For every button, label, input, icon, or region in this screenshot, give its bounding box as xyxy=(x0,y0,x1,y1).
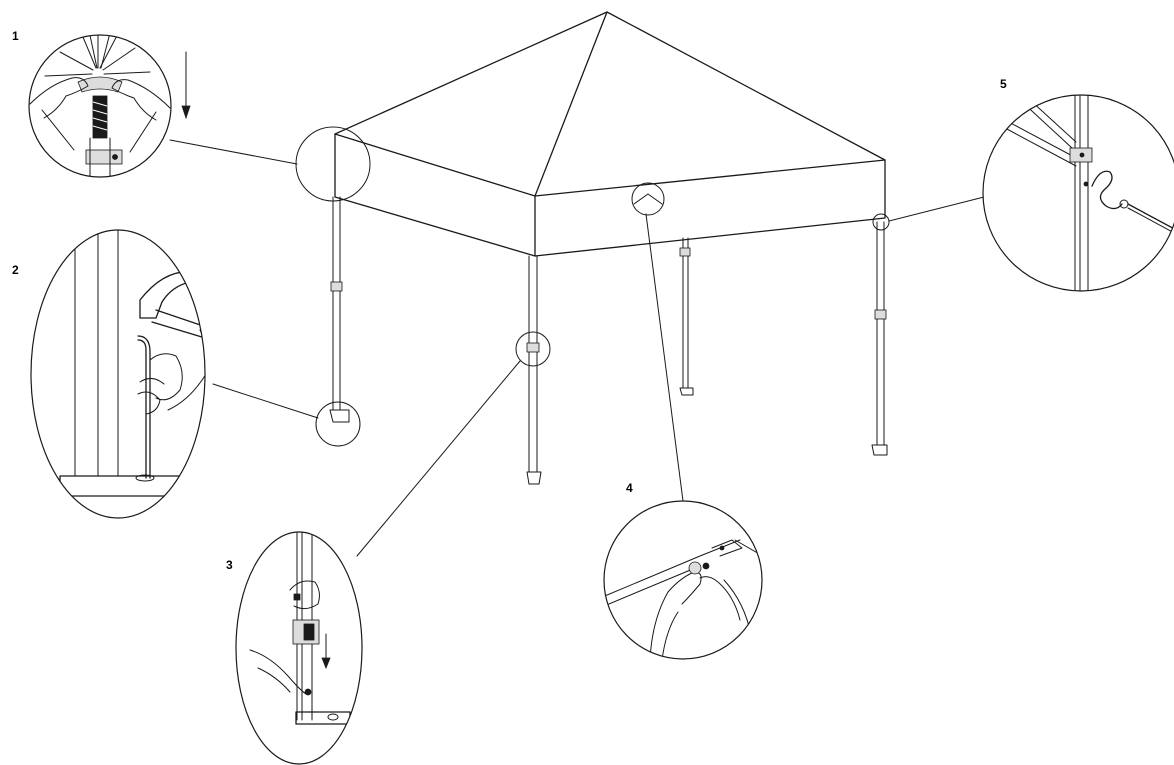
detail-bubble-2 xyxy=(30,229,206,519)
detail-bubble-1 xyxy=(28,34,191,178)
left-leg xyxy=(329,196,350,423)
step-number-2: 2 xyxy=(12,263,19,277)
detail-bubble-4 xyxy=(603,500,763,660)
front-leg xyxy=(526,255,542,485)
step-number-3: 3 xyxy=(226,558,233,572)
highlight-ring-3 xyxy=(515,331,551,367)
canopy-tent xyxy=(329,11,888,485)
highlight-ring-1 xyxy=(295,126,371,202)
step-number-5: 5 xyxy=(1000,77,1007,91)
highlight-ring-5 xyxy=(872,213,890,231)
detail-bubble-3 xyxy=(235,531,363,765)
right-leg xyxy=(871,221,888,456)
back-leg xyxy=(679,237,694,396)
highlight-ring-4 xyxy=(631,182,665,216)
step-number-4: 4 xyxy=(626,481,633,495)
detail-bubble-5 xyxy=(982,94,1174,292)
highlight-ring-2 xyxy=(315,401,361,447)
step-number-1: 1 xyxy=(12,29,19,43)
leader-lines xyxy=(169,139,985,557)
